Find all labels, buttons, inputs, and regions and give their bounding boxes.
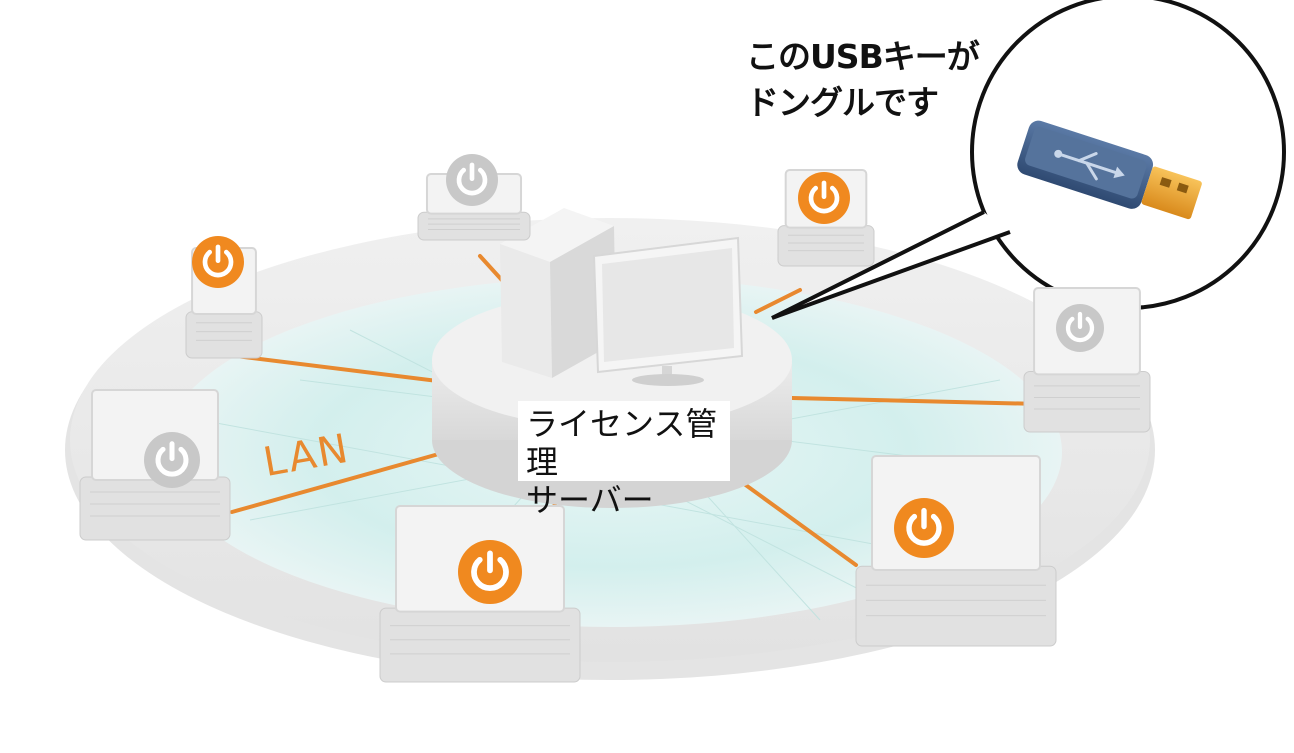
- laptop-top-right: [777, 169, 875, 267]
- power-icon: [192, 236, 244, 288]
- lan-cables: [226, 254, 1042, 567]
- power-icon: [458, 540, 522, 604]
- client-laptops: [79, 154, 1151, 683]
- callout-line-1: このUSBキーが: [746, 37, 980, 76]
- callout-line-2: ドングルです: [746, 83, 939, 122]
- laptop-upper-left: [185, 236, 263, 359]
- laptop-left: [79, 389, 231, 541]
- power-icon: [894, 498, 954, 558]
- laptop-right: [1023, 287, 1151, 433]
- callout-text: このUSBキーが ドングルです: [746, 34, 980, 126]
- usb-icon: [1017, 120, 1202, 220]
- power-icon: [1056, 304, 1104, 352]
- server-label: ライセンス管理 サーバー: [518, 401, 730, 519]
- laptop-bottom: [379, 505, 581, 683]
- server-label-line-1: ライセンス管理: [526, 405, 718, 481]
- power-icon: [446, 154, 498, 206]
- server-label-line-2: サーバー: [526, 481, 654, 519]
- laptop-top-left: [417, 154, 531, 241]
- power-icon: [798, 172, 850, 224]
- power-icon: [144, 432, 200, 488]
- server-monitor: [592, 236, 744, 386]
- laptop-bottom-right: [855, 455, 1057, 647]
